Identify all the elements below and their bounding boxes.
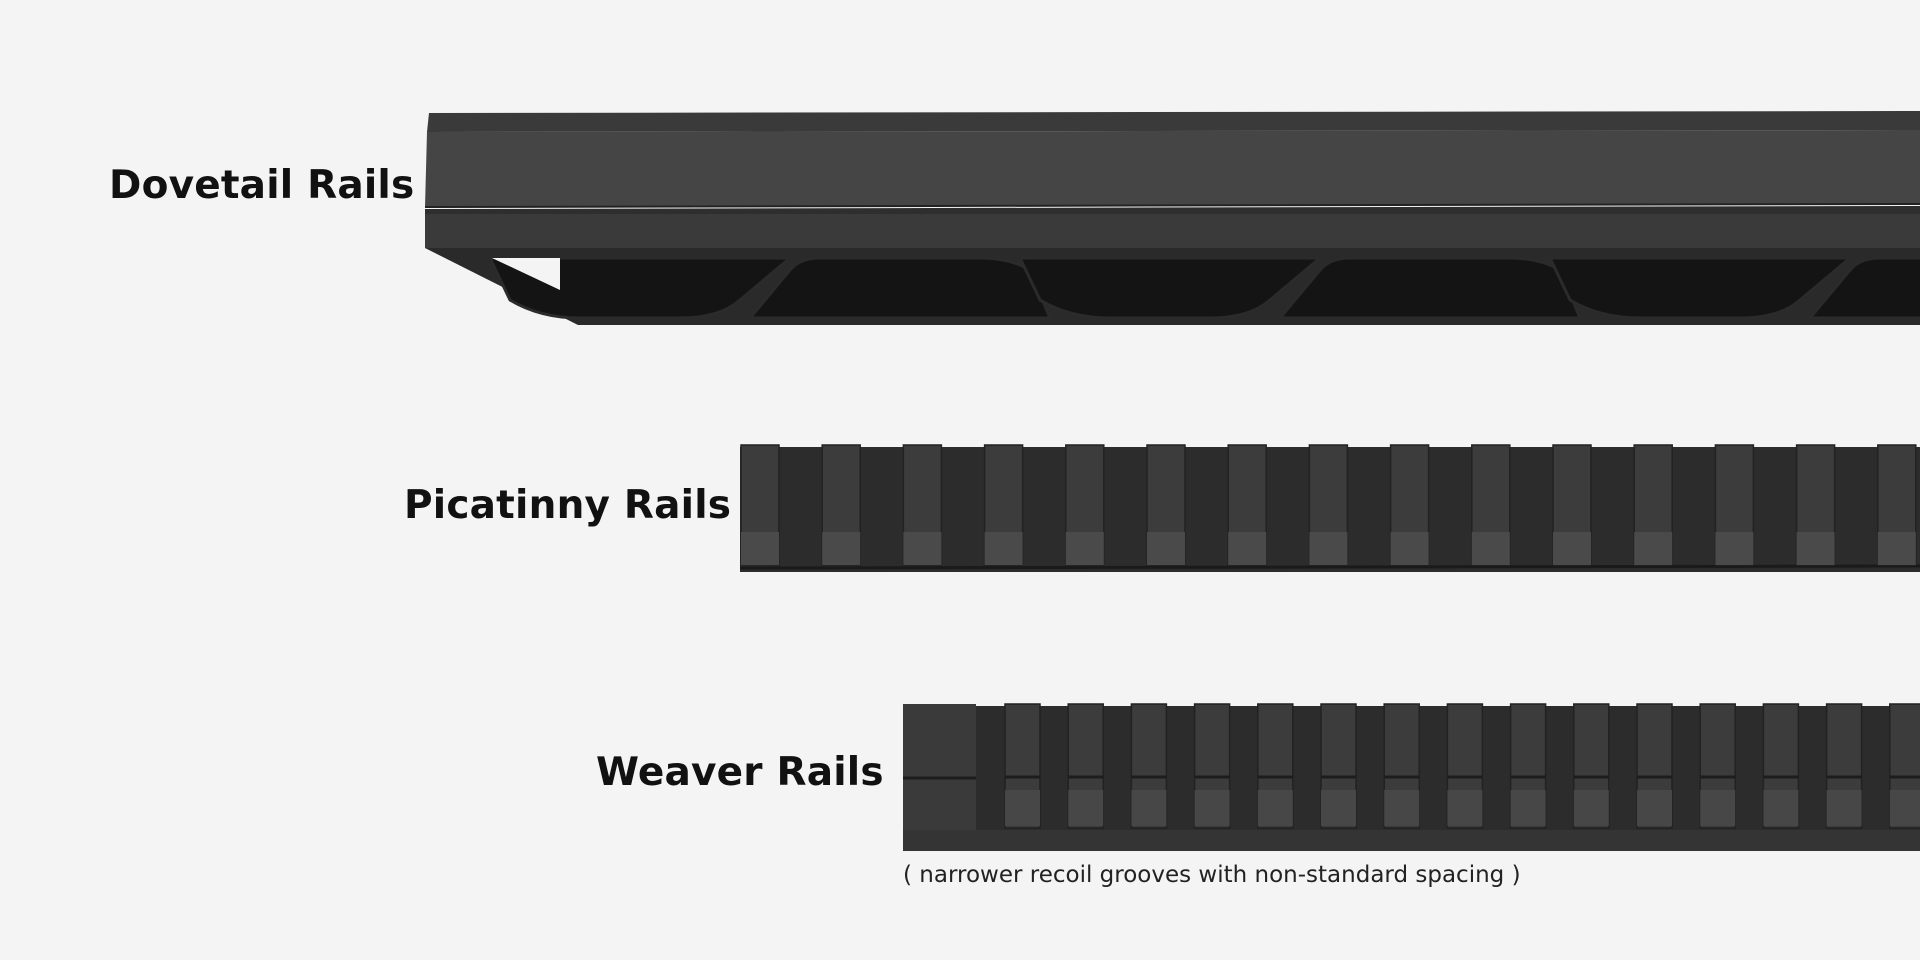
weaver-rails-label: Weaver Rails <box>596 750 884 795</box>
dovetail-ledge <box>425 206 1920 214</box>
weaver-rails-note: ( narrower recoil grooves with non-stand… <box>903 862 1521 888</box>
picatinny-teeth <box>740 444 1917 566</box>
dovetail-lower <box>425 248 1920 325</box>
dovetail-rails-label: Dovetail Rails <box>109 163 415 208</box>
dovetail-top-lip <box>427 111 1920 132</box>
dovetail-cutouts <box>487 256 1920 320</box>
dovetail-top-face <box>425 130 1920 207</box>
weaver-teeth <box>1004 703 1920 829</box>
picatinny-base <box>740 447 1920 572</box>
picatinny-rails-label: Picatinny Rails <box>404 483 732 528</box>
dovetail-body <box>425 214 1920 248</box>
weaver-base <box>903 706 1920 851</box>
